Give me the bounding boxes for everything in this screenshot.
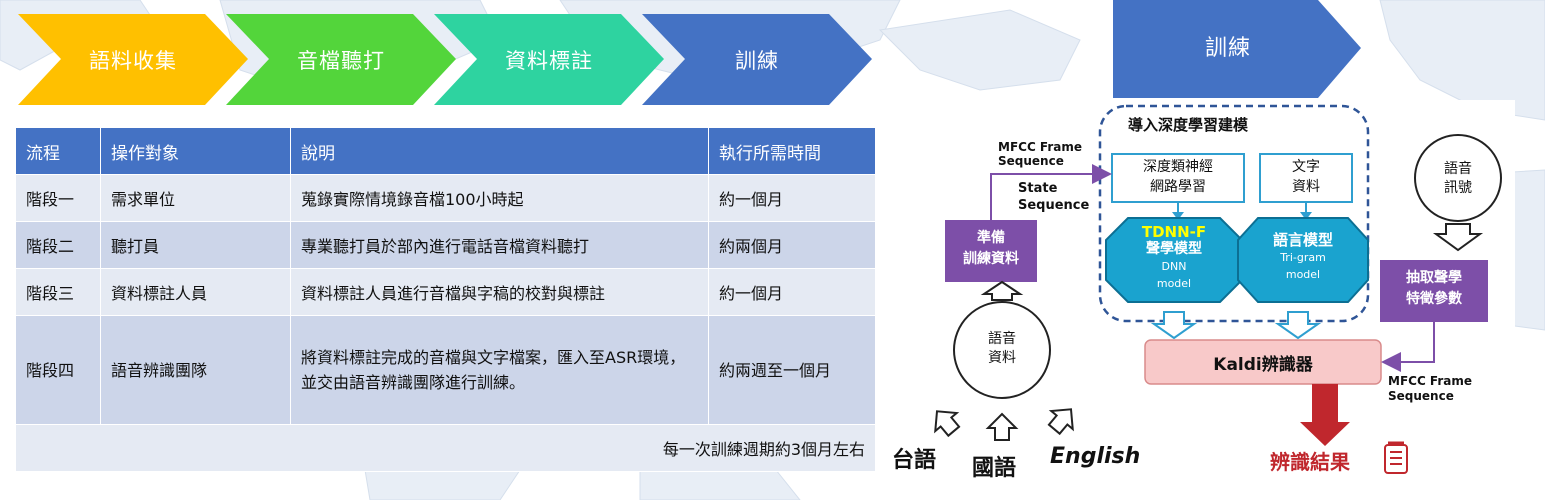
process-step-1: 語料收集: [18, 14, 248, 105]
tdnn-acoustic-model: [1105, 217, 1243, 303]
speech-signal-circle: [1414, 134, 1502, 222]
dnn-box-label: 深度類神經網路學習: [1143, 159, 1213, 195]
language-model: [1237, 217, 1369, 303]
table-cell: 資料標註人員: [100, 268, 291, 316]
table-cell: 將資料標註完成的音檔與文字檔案，匯入至ASR環境，並交由語音辨識團隊進行訓練。: [290, 315, 709, 425]
asr-training-diagram: 導入深度學習建模 深度類神經網路學習 文字資料 TDNN-F 聲學模型 DNN …: [880, 100, 1545, 500]
table-cell: 階段四: [15, 315, 101, 425]
table-cell: 約兩週至一個月: [708, 315, 876, 425]
table-header: 說明: [290, 127, 709, 175]
speech-data-circle: [953, 301, 1051, 399]
text-data-box-label: 文字資料: [1292, 159, 1320, 195]
chevron-arrow-icon: [18, 14, 248, 105]
feature-extraction-box: [1380, 260, 1488, 322]
prepare-training-data-label: 準備訓練資料: [963, 230, 1019, 267]
table-header: 流程: [15, 127, 101, 175]
table-cell: 語音辨識團隊: [100, 315, 291, 425]
training-cycle-note: 每一次訓練週期約3個月左右: [15, 424, 876, 472]
language-english: English: [1050, 444, 1141, 469]
speech-data-label: 語音資料: [988, 331, 1016, 366]
table-cell: 聽打員: [100, 221, 291, 269]
process-table: 流程 操作對象 說明 執行所需時間 階段一 需求單位 蒐錄實際情境錄音檔100小…: [15, 127, 876, 472]
table-row: 階段一 需求單位 蒐錄實際情境錄音檔100小時起 約一個月: [15, 174, 876, 222]
table-cell: 需求單位: [100, 174, 291, 222]
process-step-label: 資料標註: [505, 48, 593, 73]
table-cell: 約一個月: [708, 174, 876, 222]
table-cell: 資料標註人員進行音檔與字稿的校對與標註: [290, 268, 709, 316]
table-header: 執行所需時間: [708, 127, 876, 175]
feature-extraction-label: 抽取聲學特徵參數: [1406, 270, 1462, 307]
process-step-label: 音檔聽打: [297, 48, 385, 73]
speech-signal-label: 語音訊號: [1444, 161, 1472, 196]
table-cell: 階段一: [15, 174, 101, 222]
kaldi-recognizer-label: Kaldi辨識器: [1213, 355, 1313, 375]
table-header-row: 流程 操作對象 說明 執行所需時間: [15, 127, 876, 175]
chevron-arrow-icon: [434, 14, 664, 105]
table-cell: 專業聽打員於部內進行電話音檔資料聽打: [290, 221, 709, 269]
deep-learning-group: [1098, 104, 1370, 323]
training-banner-label: 訓練: [1204, 36, 1251, 61]
language-mandarin: 國語: [972, 456, 1017, 481]
table-row: 階段三 資料標註人員 資料標註人員進行音檔與字稿的校對與標註 約一個月: [15, 268, 876, 316]
process-step-3: 資料標註: [434, 14, 664, 105]
chevron-arrow-icon: [642, 14, 872, 105]
chevron-arrow-icon: [226, 14, 456, 105]
document-icon: [1384, 441, 1408, 474]
table-header: 操作對象: [100, 127, 291, 175]
recognition-result-label: 辨識結果: [1270, 450, 1350, 474]
language-taiwanese: 台語: [892, 448, 937, 473]
chevron-arrow-icon: [1113, 0, 1361, 98]
prepare-training-data-box: [945, 220, 1037, 282]
table-cell: 約兩個月: [708, 221, 876, 269]
table-row: 階段二 聽打員 專業聽打員於部內進行電話音檔資料聽打 約兩個月: [15, 221, 876, 269]
table-cell: 階段三: [15, 268, 101, 316]
tdnn-acoustic-model-label: TDNN-F 聲學模型 DNN model: [1141, 223, 1207, 291]
diagram-shapes: [934, 104, 1502, 474]
process-step-label: 語料收集: [89, 48, 177, 73]
process-step-2: 音檔聽打: [226, 14, 456, 105]
language-model-label: 語言模型 Tri-gram model: [1272, 231, 1333, 282]
table-cell: 約一個月: [708, 268, 876, 316]
process-step-label: 訓練: [735, 48, 779, 73]
training-banner: 訓練: [1113, 0, 1363, 98]
table-footer-row: 每一次訓練週期約3個月左右: [15, 424, 876, 472]
process-step-4: 訓練: [642, 14, 872, 105]
deep-learning-title: 導入深度學習建模: [1128, 116, 1249, 134]
table-row: 階段四 語音辨識團隊 將資料標註完成的音檔與文字檔案，匯入至ASR環境，並交由語…: [15, 315, 876, 425]
table-cell: 階段二: [15, 221, 101, 269]
result-arrow-icon: [1300, 422, 1350, 446]
table-cell: 蒐錄實際情境錄音檔100小時起: [290, 174, 709, 222]
